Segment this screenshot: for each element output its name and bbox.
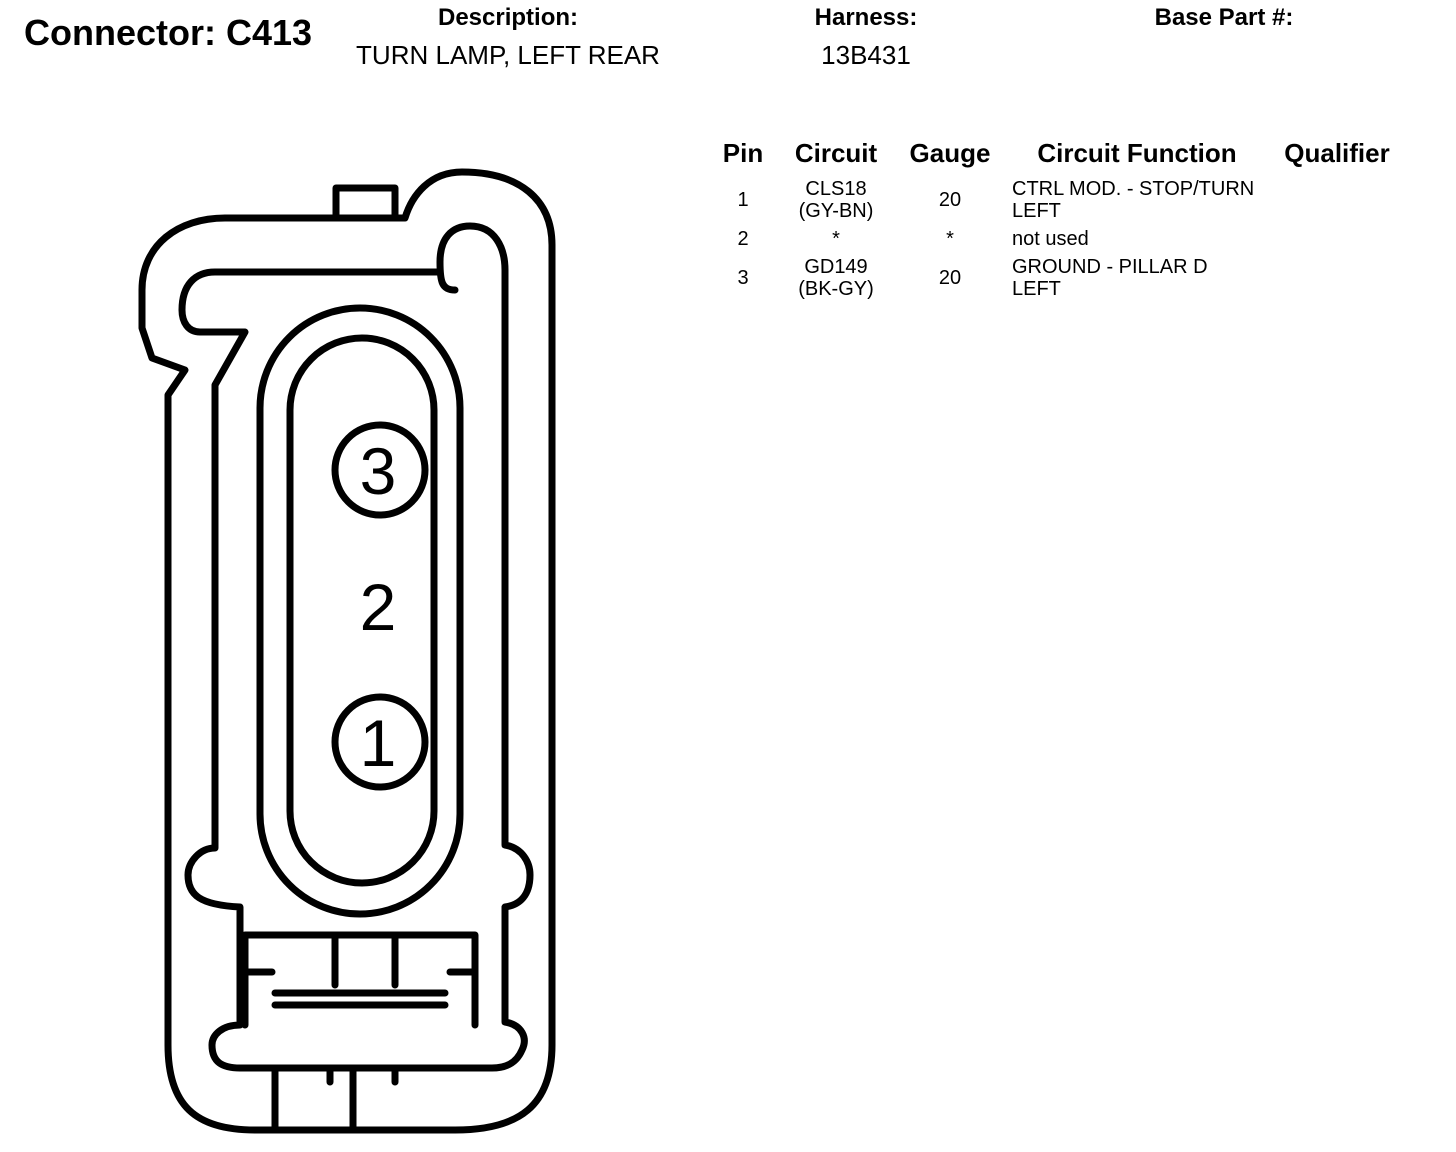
cell-pin: 2 — [737, 228, 749, 250]
table-row: 2 * * not used — [712, 225, 1402, 253]
col-qualifier: Qualifier — [1284, 138, 1390, 168]
cell-gauge: 20 — [938, 267, 962, 289]
cell-qualifier — [1272, 175, 1402, 225]
cell-qualifier — [1272, 225, 1402, 253]
table-row: 1 CLS18 (GY-BN) 20 CTRL MOD. - STOP/TURN… — [712, 175, 1402, 225]
outer-housing — [138, 168, 556, 1134]
cell-pin: 3 — [737, 267, 749, 289]
harness-label: Harness: — [814, 4, 918, 31]
description-value: TURN LAMP, LEFT REAR — [356, 40, 660, 70]
cell-function: GROUND - PILLAR D LEFT — [1012, 256, 1208, 300]
bottom-tab — [271, 1064, 357, 1131]
col-gauge: Gauge — [909, 138, 991, 168]
terminal-cavity-inner — [286, 334, 438, 887]
col-circuit-function: Circuit Function — [1037, 138, 1237, 168]
cell-circuit: * — [832, 228, 840, 250]
pin-label-3: 3 — [360, 434, 397, 508]
connector-title: Connector: C413 — [24, 12, 313, 53]
pin-3-circle — [331, 421, 429, 519]
pin-label-2: 2 — [360, 570, 397, 644]
harness-value: 13B431 — [821, 40, 911, 70]
table-row: 3 GD149 (BK-GY) 20 GROUND - PILLAR D LEF… — [712, 253, 1402, 303]
cell-gauge: 20 — [938, 189, 962, 211]
table-header-row: Pin Circuit Gauge Circuit Function Quali… — [712, 136, 1402, 175]
inner-housing — [178, 222, 534, 1072]
cell-qualifier — [1272, 253, 1402, 303]
latch-posts — [331, 934, 399, 989]
locking-tab — [332, 184, 399, 222]
pin-label-1: 1 — [360, 706, 397, 780]
base-part-label: Base Part #: — [1154, 4, 1294, 31]
cell-gauge: * — [946, 228, 954, 250]
cell-circuit: CLS18 (GY-BN) — [798, 178, 874, 222]
cell-function: not used — [1012, 228, 1089, 250]
bottom-ticks — [326, 1064, 399, 1086]
cell-pin: 1 — [737, 189, 749, 211]
cell-circuit: GD149 (BK-GY) — [798, 256, 874, 300]
col-circuit: Circuit — [794, 138, 878, 168]
cell-function: CTRL MOD. - STOP/TURN LEFT — [1012, 178, 1255, 222]
col-pin: Pin — [722, 138, 764, 168]
pinout-table: Pin Circuit Gauge Circuit Function Quali… — [712, 136, 1402, 303]
latch-frame — [241, 931, 479, 1029]
description-label: Description: — [437, 4, 579, 31]
pin-1-circle — [331, 693, 429, 791]
connector-face-diagram: 3 2 1 — [138, 168, 556, 1134]
terminal-cavity-outer — [256, 304, 464, 918]
latch-bars — [271, 989, 449, 1009]
